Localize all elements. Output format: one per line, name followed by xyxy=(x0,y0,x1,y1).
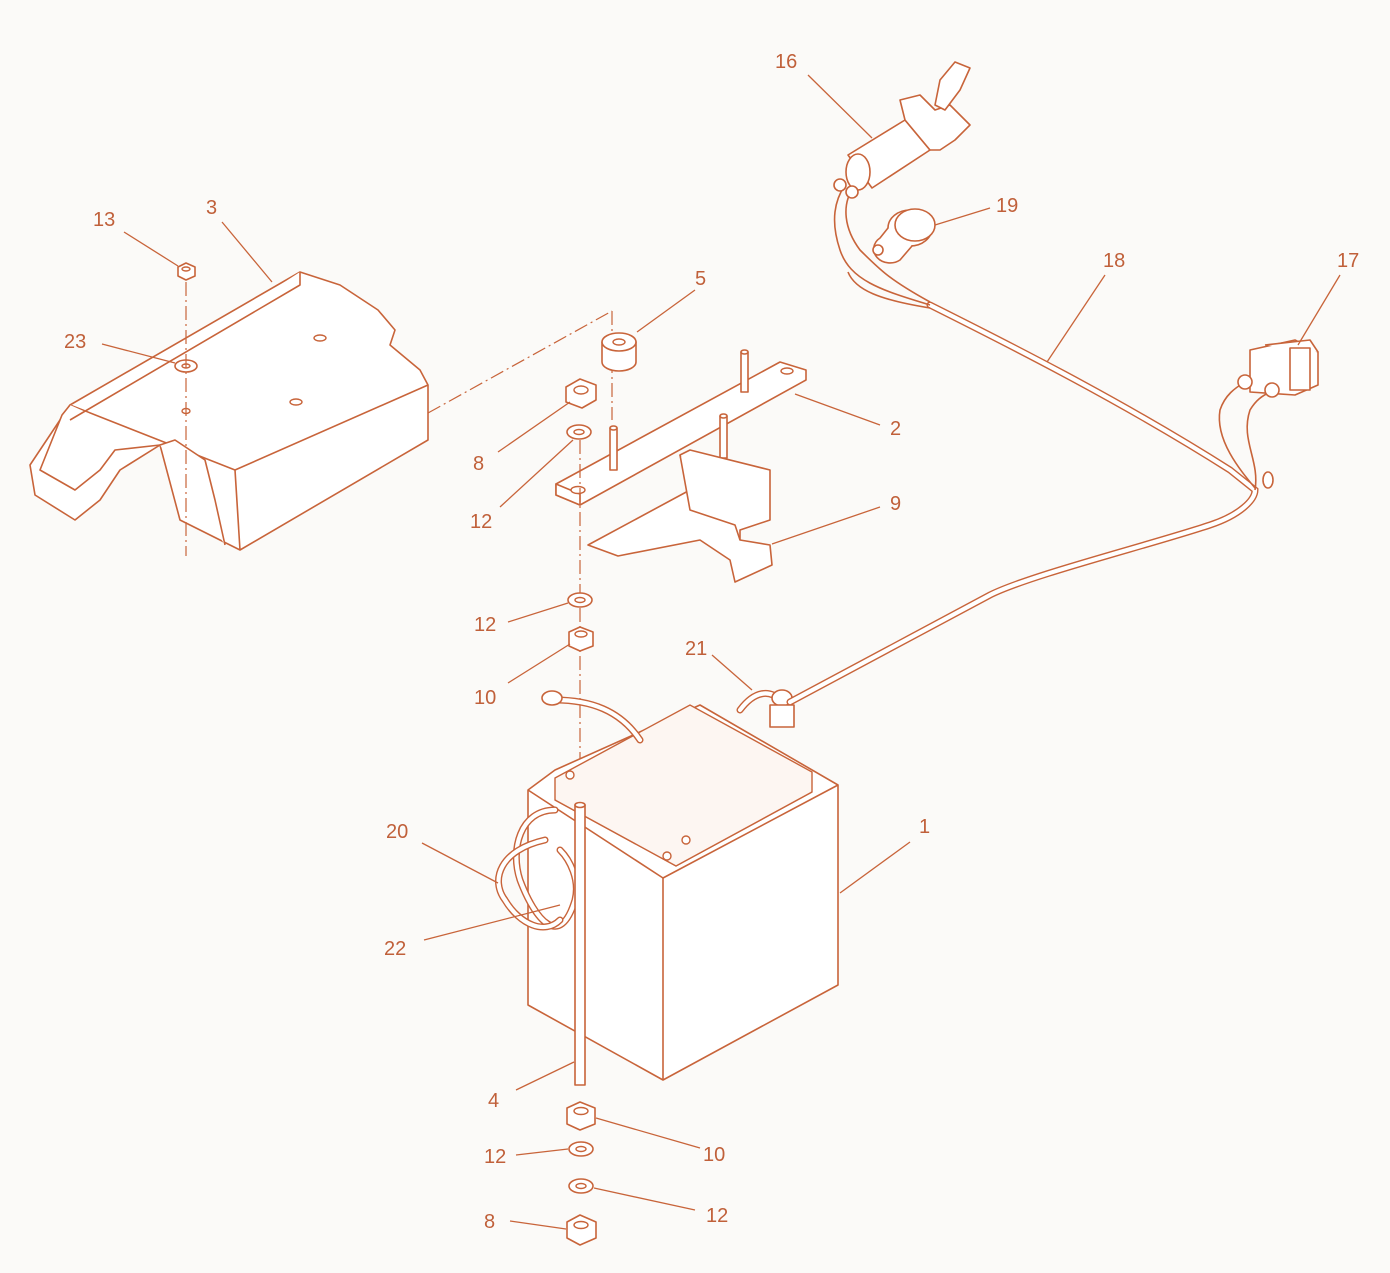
washer-12-lower-b xyxy=(568,1178,594,1194)
callout-12-lower-b: 12 xyxy=(706,1205,728,1227)
nut-10-lower xyxy=(566,1101,596,1131)
callout-20: 20 xyxy=(386,821,408,843)
callout-23: 23 xyxy=(64,331,86,353)
nut-8-lower xyxy=(566,1214,597,1246)
callout-5: 5 xyxy=(695,268,706,290)
battery-cover xyxy=(29,271,429,551)
connector-17 xyxy=(1237,339,1319,398)
bracket-9 xyxy=(587,449,773,583)
callout-19: 19 xyxy=(996,195,1018,217)
nut-13 xyxy=(177,262,196,281)
rod-4 xyxy=(574,801,586,1086)
callout-2: 2 xyxy=(890,418,901,440)
callout-10-lower: 10 xyxy=(703,1144,725,1166)
callout-10-upper: 10 xyxy=(474,687,496,709)
callout-8-lower: 8 xyxy=(484,1211,495,1233)
hold-down-bracket-2 xyxy=(555,349,807,506)
callout-4: 4 xyxy=(488,1090,499,1112)
callout-12-lower-a: 12 xyxy=(484,1146,506,1168)
callout-21: 21 xyxy=(685,638,707,660)
callout-16: 16 xyxy=(775,51,797,73)
nut-8-upper xyxy=(565,378,597,409)
callout-17: 17 xyxy=(1337,250,1359,272)
leader-lines xyxy=(101,74,1341,1230)
callout-13: 13 xyxy=(93,209,115,231)
spacer-5 xyxy=(601,332,637,372)
wiring-harness xyxy=(786,184,1274,706)
callout-3: 3 xyxy=(206,197,217,219)
callout-labels: 16 19 18 17 13 3 23 5 8 2 12 9 12 10 21 … xyxy=(64,51,1359,1233)
callout-8-upper: 8 xyxy=(473,453,484,475)
callout-1: 1 xyxy=(919,816,930,838)
battery xyxy=(527,704,839,1081)
callout-9: 9 xyxy=(890,493,901,515)
callout-18: 18 xyxy=(1103,250,1125,272)
washer-12-middle xyxy=(567,592,593,608)
washer-12-lower-a xyxy=(568,1141,594,1157)
callout-22: 22 xyxy=(384,938,406,960)
hour-meter xyxy=(872,208,936,264)
callout-12-middle: 12 xyxy=(474,614,496,636)
callout-12-upper: 12 xyxy=(470,511,492,533)
nut-10-upper xyxy=(568,626,594,652)
washer-12-upper xyxy=(566,424,592,440)
ignition-switch xyxy=(833,61,971,199)
